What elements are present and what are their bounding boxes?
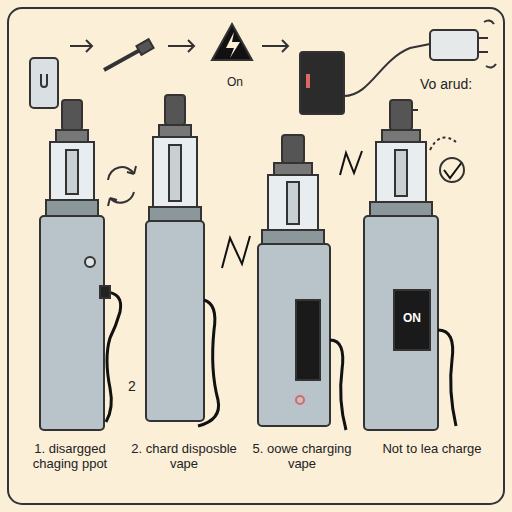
callout-number: 2	[128, 378, 144, 394]
note-label: Vo arud:	[420, 76, 500, 92]
frame	[8, 8, 504, 504]
vape-device	[40, 100, 136, 430]
screen-text: ON	[394, 312, 430, 326]
step-caption: 2. chard disposble vape	[128, 442, 240, 472]
step-caption: 1. disargged chaging ppot	[14, 442, 126, 472]
vape-device	[258, 135, 362, 430]
top-row-icons	[30, 20, 496, 116]
step-caption: Not to lea charge	[370, 442, 494, 457]
vape-device	[146, 95, 250, 426]
vape-device	[364, 100, 464, 430]
state-label: On	[220, 76, 250, 90]
step-caption: 5. oowe charging vape	[244, 442, 360, 472]
